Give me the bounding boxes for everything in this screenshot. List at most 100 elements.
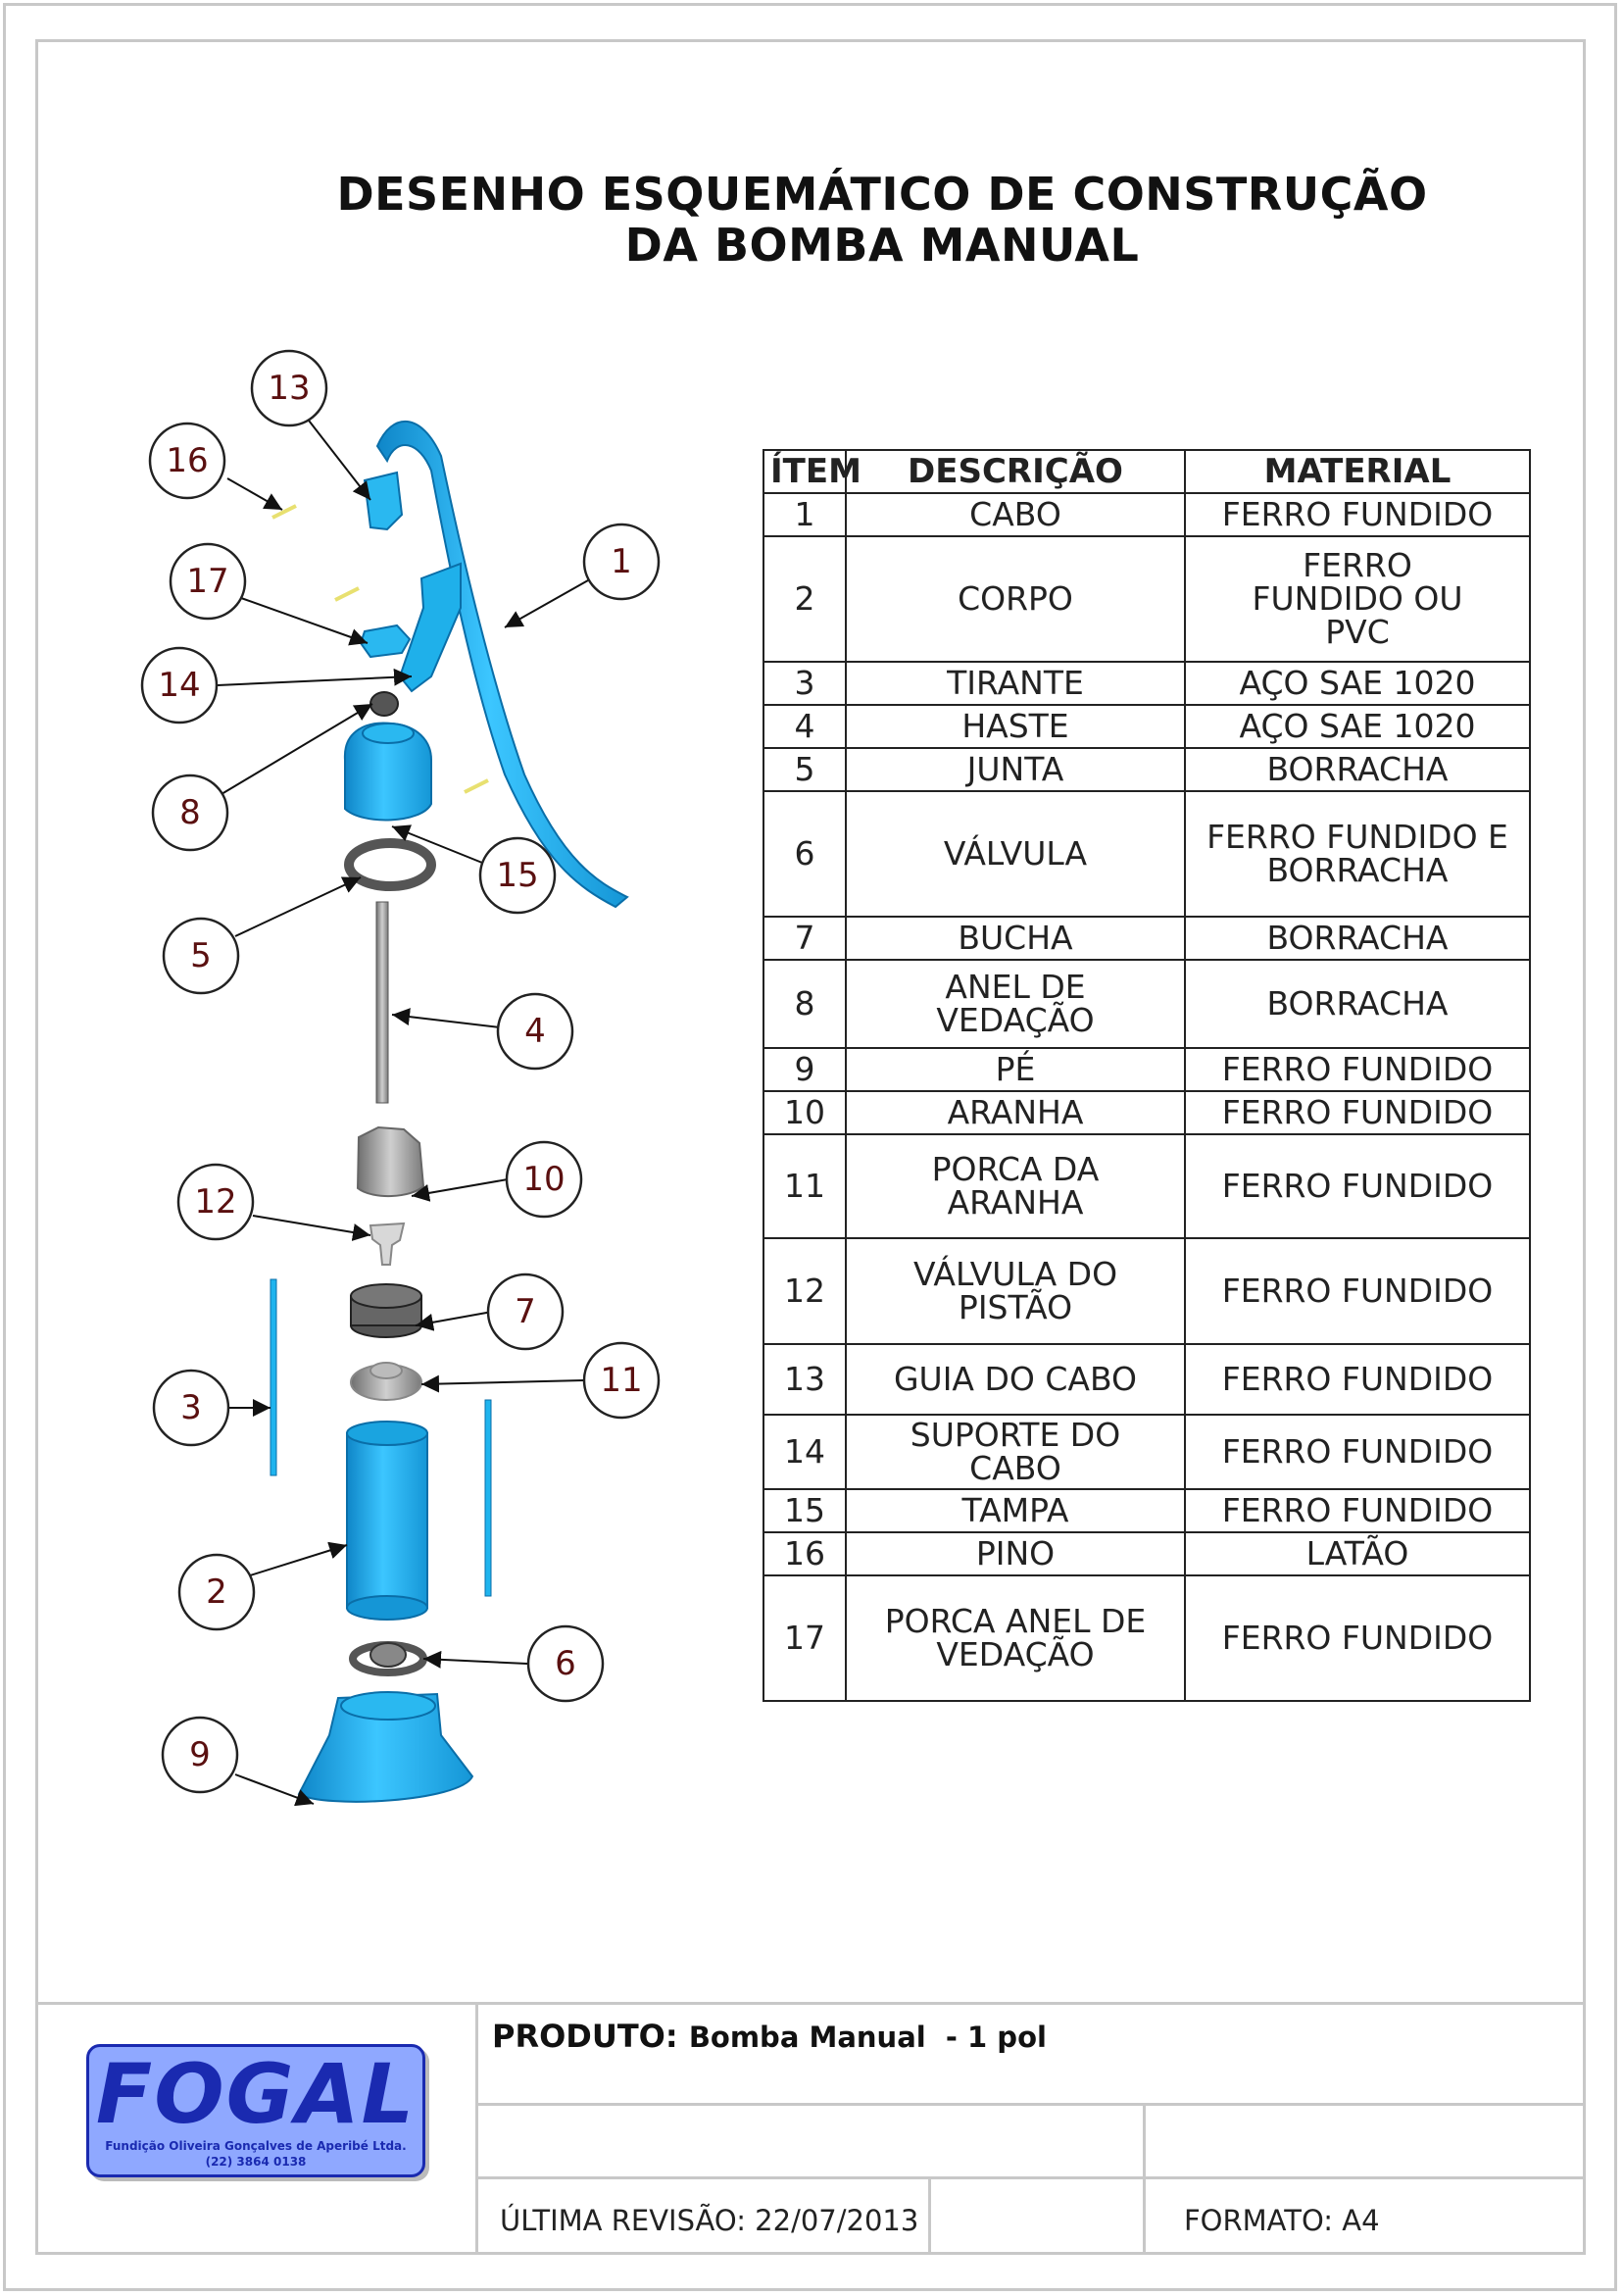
part-body bbox=[346, 1432, 428, 1609]
header-item: ÍTEM bbox=[763, 449, 861, 494]
callout-circle-5 bbox=[162, 917, 240, 995]
leader-7 bbox=[415, 1311, 493, 1331]
header-material: MATERIAL bbox=[1184, 449, 1531, 494]
part-handle-guide bbox=[363, 471, 404, 531]
callout-circle-14 bbox=[140, 646, 219, 724]
leader-16 bbox=[226, 477, 283, 511]
cell-item: 6 bbox=[763, 790, 847, 918]
fogal-logo: FOGAL Fundição Oliveira Gonçalves de Ape… bbox=[86, 2044, 425, 2177]
callout-circle-12 bbox=[176, 1163, 255, 1241]
cell-item: 9 bbox=[763, 1047, 847, 1092]
part-spider-nut-top bbox=[369, 1362, 403, 1379]
part-gasket bbox=[344, 838, 436, 891]
titleblock-mid-line bbox=[475, 2103, 1586, 2106]
callout-label-5: 5 bbox=[190, 936, 212, 975]
part-tie-rod-right bbox=[484, 1399, 492, 1597]
cell-item: 10 bbox=[763, 1090, 847, 1135]
callout-circle-6 bbox=[526, 1624, 605, 1703]
cell-item: 12 bbox=[763, 1237, 847, 1345]
leader-6 bbox=[422, 1650, 528, 1669]
cell-item: 7 bbox=[763, 916, 847, 961]
cell-descricao: BUCHA bbox=[845, 916, 1186, 961]
leader-11 bbox=[420, 1374, 585, 1393]
cell-item: 11 bbox=[763, 1133, 847, 1239]
titleblock-divider-a bbox=[1143, 2103, 1146, 2255]
logo-text: FOGAL bbox=[95, 2046, 417, 2142]
drawing-title-line-1: DESENHO ESQUEMÁTICO DE CONSTRUÇÃO bbox=[336, 168, 1428, 221]
cell-material: FERRO FUNDIDO bbox=[1184, 1488, 1531, 1533]
part-handle bbox=[375, 420, 629, 909]
cell-material: LATÃO bbox=[1184, 1531, 1531, 1576]
titleblock-bottom-line bbox=[475, 2176, 1586, 2179]
part-tie-rod-left bbox=[270, 1278, 277, 1476]
callout-label-12: 12 bbox=[194, 1182, 236, 1222]
callout-circle-17 bbox=[169, 542, 247, 621]
cell-descricao: VÁLVULA DO PISTÃO bbox=[845, 1237, 1186, 1345]
cell-material: FERRO FUNDIDO bbox=[1184, 492, 1531, 537]
cell-material: FERRO FUNDIDO E BORRACHA bbox=[1184, 790, 1531, 918]
leader-12 bbox=[252, 1215, 371, 1241]
callout-circle-1 bbox=[582, 523, 661, 601]
cell-descricao: VÁLVULA bbox=[845, 790, 1186, 918]
part-pin-3 bbox=[464, 778, 489, 794]
part-bushing-top bbox=[350, 1283, 422, 1309]
callout-label-17: 17 bbox=[186, 562, 228, 601]
logo-phone: (22) 3864 0138 bbox=[205, 2155, 307, 2169]
cell-descricao: CABO bbox=[845, 492, 1186, 537]
leader-4 bbox=[391, 1008, 501, 1028]
callout-label-16: 16 bbox=[166, 441, 208, 480]
cell-descricao: PÉ bbox=[845, 1047, 1186, 1092]
titleblock-left-divider bbox=[475, 2002, 478, 2255]
titleblock-divider-b bbox=[928, 2176, 931, 2255]
cell-descricao: PORCA ANEL DE VEDAÇÃO bbox=[845, 1574, 1186, 1702]
callout-label-7: 7 bbox=[515, 1292, 536, 1331]
cell-item: 3 bbox=[763, 661, 847, 706]
header-descricao: DESCRIÇÃO bbox=[845, 449, 1186, 494]
callout-label-9: 9 bbox=[189, 1735, 211, 1774]
callout-circle-3 bbox=[152, 1369, 230, 1447]
callout-label-4: 4 bbox=[524, 1012, 546, 1051]
cell-descricao: JUNTA bbox=[845, 747, 1186, 792]
produto-label: PRODUTO: bbox=[492, 2018, 678, 2055]
cell-item: 8 bbox=[763, 959, 847, 1049]
cell-descricao: HASTE bbox=[845, 704, 1186, 749]
cell-material: BORRACHA bbox=[1184, 747, 1531, 792]
revision-date: ÚLTIMA REVISÃO: 22/07/2013 bbox=[500, 2204, 919, 2237]
parts-table-header: ÍTEM DESCRIÇÃO MATERIAL bbox=[763, 449, 1531, 494]
cell-item: 13 bbox=[763, 1343, 847, 1416]
part-rod bbox=[375, 901, 389, 1104]
cell-material: FERRO FUNDIDO OU PVC bbox=[1184, 535, 1531, 663]
drawing-title-line-2: DA BOMBA MANUAL bbox=[624, 219, 1140, 272]
cell-descricao: TIRANTE bbox=[845, 661, 1186, 706]
cell-descricao: PINO bbox=[845, 1531, 1186, 1576]
sheet-inner-border bbox=[35, 39, 1586, 2255]
callout-circle-4 bbox=[496, 992, 574, 1071]
callout-label-13: 13 bbox=[268, 369, 310, 408]
drawing-title: DESENHO ESQUEMÁTICO DE CONSTRUÇÃO DA BOM… bbox=[294, 169, 1470, 271]
produto-value: Bomba Manual - 1 pol bbox=[688, 2021, 1047, 2054]
cell-descricao: PORCA DA ARANHA bbox=[845, 1133, 1186, 1239]
cell-item: 4 bbox=[763, 704, 847, 749]
logo-company-name: Fundição Oliveira Gonçalves de Aperibé L… bbox=[105, 2139, 407, 2153]
callout-circle-9 bbox=[161, 1716, 239, 1794]
cell-material: AÇO SAE 1020 bbox=[1184, 704, 1531, 749]
part-valve-center bbox=[369, 1642, 407, 1668]
callout-label-10: 10 bbox=[522, 1160, 565, 1199]
cell-material: FERRO FUNDIDO bbox=[1184, 1343, 1531, 1416]
sheet-outer-border bbox=[3, 3, 1617, 2291]
callout-circle-15 bbox=[478, 836, 557, 915]
